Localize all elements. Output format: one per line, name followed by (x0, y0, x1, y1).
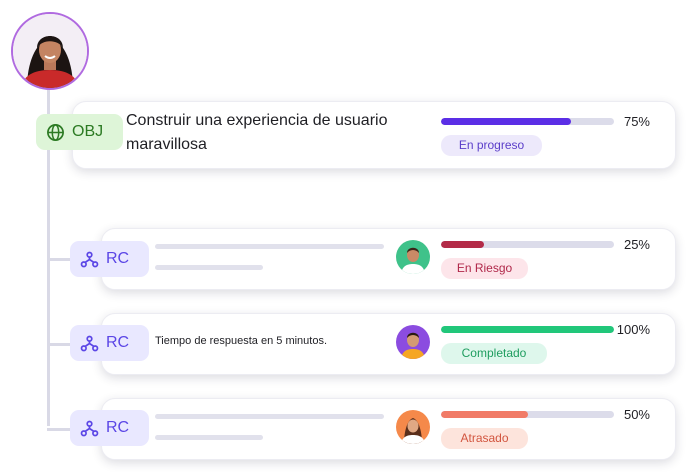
key-result-tag-label: RC (106, 334, 130, 351)
man-portrait-icon (401, 332, 425, 359)
hierarchy-icon (80, 251, 99, 267)
hierarchy-icon (80, 420, 99, 436)
key-result-status-badge-2: Completado (441, 343, 547, 364)
key-result-progress-fill-3 (441, 411, 528, 418)
tree-connector-line (47, 88, 50, 426)
key-result-progress-track-2 (441, 326, 614, 333)
key-result-progress-percent-3: 50% (623, 407, 650, 422)
key-result-progress-fill-2 (441, 326, 614, 333)
key-result-status-badge-3: Atrasado (441, 428, 528, 449)
key-result-progress-track-1 (441, 241, 614, 248)
key-result-progress-track-3 (441, 411, 614, 418)
key-result-card-1[interactable] (101, 228, 676, 290)
placeholder-line (155, 435, 263, 440)
key-result-tag-label: RC (106, 250, 130, 267)
tree-branch-3 (47, 428, 71, 431)
key-result-owner-avatar-1[interactable] (396, 240, 430, 274)
key-result-tag-label: RC (106, 419, 130, 436)
key-result-owner-avatar-2[interactable] (396, 325, 430, 359)
key-result-status-badge-1: En Riesgo (441, 258, 528, 279)
placeholder-line (155, 265, 263, 270)
objective-progress-fill (441, 118, 571, 125)
key-result-tag-3: RC (70, 410, 149, 446)
tree-branch-1 (47, 258, 71, 261)
key-result-card-2[interactable] (101, 313, 676, 375)
objective-title: Construir una experiencia de usuario mar… (126, 112, 388, 153)
key-result-progress-percent-1: 25% (623, 237, 650, 252)
tree-branch-2 (47, 343, 71, 346)
objective-owner-avatar[interactable] (11, 12, 89, 90)
objective-progress-track (441, 118, 614, 125)
key-result-owner-avatar-3[interactable] (396, 410, 430, 444)
hierarchy-icon (80, 335, 99, 351)
placeholder-line (155, 244, 384, 249)
key-result-progress-percent-2: 100% (616, 322, 650, 337)
key-result-tag-1: RC (70, 241, 149, 277)
woman-portrait-icon (13, 14, 87, 88)
man-portrait-icon (401, 247, 425, 274)
woman-portrait-icon (401, 418, 425, 444)
key-result-text-2: Tiempo de respuesta en 5 minutos. (155, 335, 328, 347)
objective-status-badge: En progreso (441, 135, 542, 156)
placeholder-line (155, 414, 384, 419)
key-result-progress-fill-1 (441, 241, 485, 248)
objective-card[interactable] (72, 101, 676, 169)
objective-progress-percent: 75% (623, 114, 650, 129)
globe-icon (47, 123, 64, 141)
objective-tag-label: OBJ (72, 123, 104, 140)
objective-tag: OBJ (36, 114, 123, 150)
key-result-card-3[interactable] (101, 398, 676, 460)
key-result-tag-2: RC (70, 325, 149, 361)
